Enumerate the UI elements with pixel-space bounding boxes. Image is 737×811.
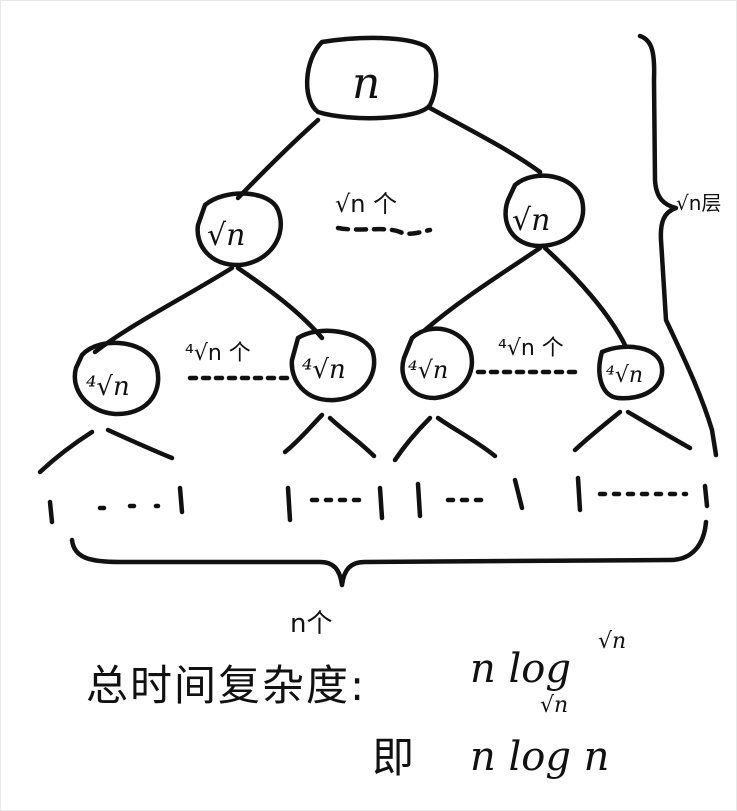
equivalence-prefix: 即 [372, 733, 414, 782]
level1-node-left-label: √n [207, 218, 245, 253]
level2-count-label-right: ⁴√n 个 [498, 336, 564, 361]
edge-root-right [427, 105, 543, 175]
complexity-expr-base: √n [540, 693, 568, 718]
root-node-label: n [352, 58, 380, 109]
level2-node-1: ⁴√n [72, 340, 161, 417]
level1-dots [335, 225, 433, 236]
level2-count-label-left: ⁴√n 个 [185, 341, 251, 366]
level1-count-label: √n 个 [335, 190, 397, 218]
subtree-branches [37, 409, 693, 475]
level1-node-left: √n [195, 191, 284, 268]
level2-node-3: ⁴√n [400, 326, 474, 401]
level2-node-4: ⁴√n [597, 344, 665, 401]
level2-node-1-label: ⁴√n [86, 372, 130, 402]
complexity-label: 总时间复杂度: [86, 661, 366, 710]
right-depth-brace [637, 33, 719, 458]
level1-node-right-label: √n [512, 203, 550, 238]
depth-label: √n层 [676, 191, 721, 215]
level2-node-2-label: ⁴√n [302, 355, 346, 385]
bottom-brace [69, 519, 709, 588]
edge-l1right-rl [422, 245, 543, 333]
equivalence-expr: n log n [470, 734, 609, 780]
level2-node-2: ⁴√n [289, 328, 377, 403]
complexity-expr-exp: √n [598, 629, 626, 654]
leaf-count-label: n个 [290, 609, 332, 639]
level2-node-4-label: ⁴√n [606, 363, 643, 388]
level1-node-right: √n [503, 173, 586, 249]
edge-l1right-rr [542, 245, 628, 348]
complexity-expr-main: n log [470, 646, 571, 692]
complexity-formula: 总时间复杂度: n log √n √n 即 n log n [86, 629, 626, 782]
root-node: n [305, 35, 439, 121]
edge-l1left-lr [235, 265, 325, 341]
edge-root-left [235, 117, 321, 201]
level2-node-3-label: ⁴√n [408, 356, 448, 384]
edge-l1left-ll [92, 265, 235, 355]
leaf-level-markers [47, 475, 710, 525]
